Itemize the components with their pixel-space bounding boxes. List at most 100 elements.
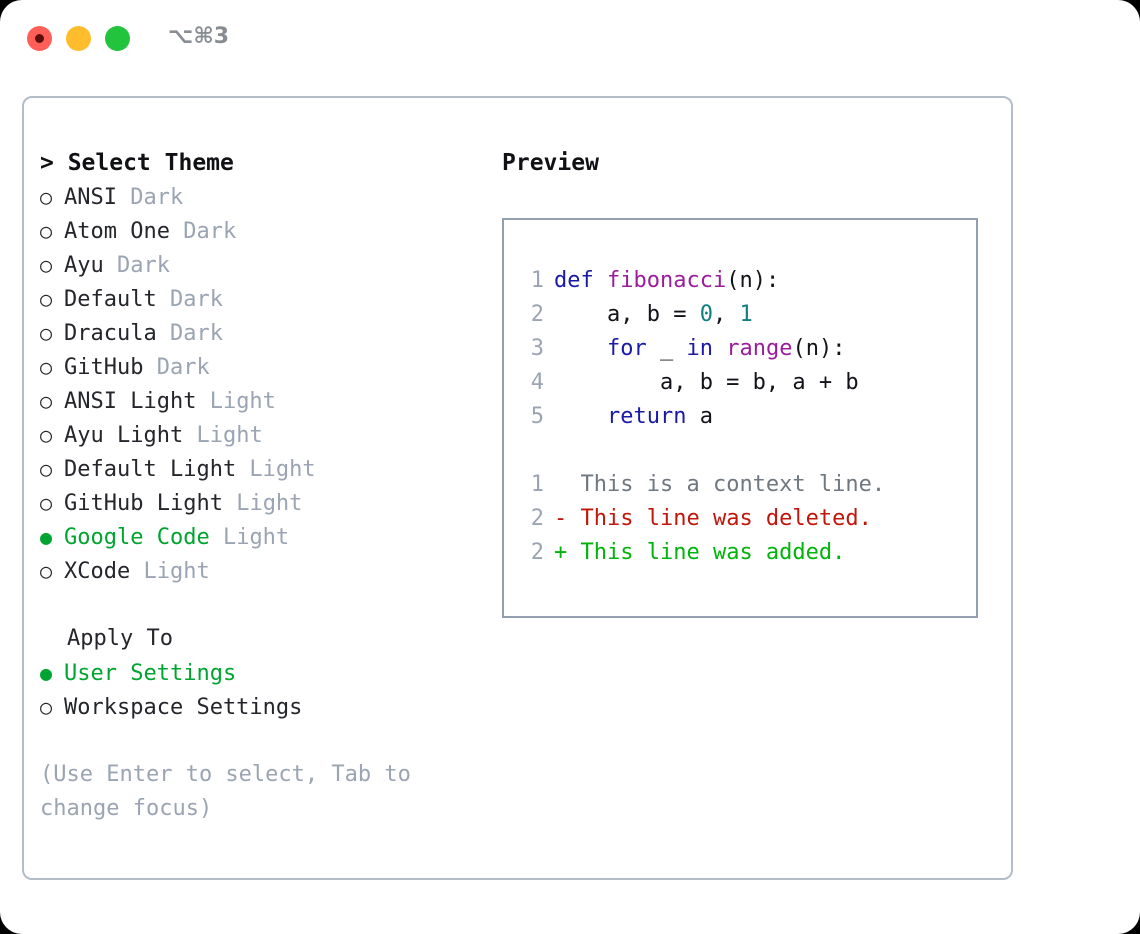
code-line-content: def fibonacci(n): bbox=[554, 264, 779, 298]
radio-unselected-icon[interactable]: ○ bbox=[40, 491, 53, 515]
theme-option-row[interactable]: ○ Default Dark bbox=[40, 282, 490, 316]
apply-to-option-row[interactable]: ○ Workspace Settings bbox=[40, 690, 490, 724]
minimize-button[interactable] bbox=[66, 26, 91, 51]
theme-option-row[interactable]: ● Google Code Light bbox=[40, 520, 490, 554]
code-line-content: a, b = 0, 1 bbox=[554, 298, 753, 332]
theme-option-row[interactable]: ○ ANSI Dark bbox=[40, 180, 490, 214]
radio-unselected-icon[interactable]: ○ bbox=[40, 287, 53, 311]
theme-name-label: ANSI bbox=[64, 185, 117, 210]
code-token: def bbox=[554, 268, 607, 293]
code-token: (n): bbox=[726, 268, 780, 293]
theme-kind-badge: Dark bbox=[103, 253, 170, 278]
code-token: return bbox=[606, 404, 687, 429]
theme-name-label: Ayu bbox=[64, 253, 104, 278]
radio-unselected-icon[interactable]: ○ bbox=[40, 559, 53, 583]
theme-kind-badge: Dark bbox=[116, 185, 184, 210]
code-token: a, b = b, a + b bbox=[554, 370, 859, 395]
apply-to-list[interactable]: ●User Settings ○ Workspace Settings bbox=[40, 656, 490, 724]
code-token: a bbox=[686, 404, 713, 429]
theme-name-label: Default Light bbox=[64, 457, 237, 482]
theme-kind-badge: Light bbox=[209, 525, 290, 550]
theme-kind-badge: Dark bbox=[156, 287, 223, 312]
radio-unselected-icon[interactable]: ○ bbox=[40, 695, 53, 719]
theme-option-row[interactable]: ○ Default Light Light bbox=[40, 452, 490, 486]
theme-option-row[interactable]: ○ Ayu Dark bbox=[40, 248, 490, 282]
diff-marker: - bbox=[554, 506, 581, 531]
diff-line-number: 2 bbox=[530, 506, 544, 531]
theme-kind-badge: Light bbox=[183, 423, 263, 448]
theme-name-label: GitHub Light bbox=[64, 491, 223, 516]
code-line-number: 4 bbox=[530, 370, 544, 395]
theme-kind-badge: Light bbox=[236, 457, 316, 482]
code-token bbox=[713, 336, 726, 361]
theme-name-label: Default bbox=[64, 287, 157, 312]
code-line-content: for _ in range(n): bbox=[554, 332, 845, 366]
code-token: 1 bbox=[739, 302, 753, 327]
theme-name-label: Google Code bbox=[64, 525, 210, 550]
code-token: range bbox=[726, 336, 793, 361]
apply-to-option-label: Workspace Settings bbox=[64, 695, 303, 720]
code-line: 3 for _ in range(n): bbox=[516, 332, 859, 366]
radio-selected-icon[interactable]: ● bbox=[40, 661, 53, 685]
diff-line: 2+ This line was added. bbox=[516, 536, 885, 570]
diff-sample: 1 This is a context line.2- This line wa… bbox=[516, 468, 885, 570]
spacer bbox=[40, 588, 490, 622]
code-token: , bbox=[712, 302, 740, 327]
theme-option-row[interactable]: ○ GitHub Dark bbox=[40, 350, 490, 384]
theme-option-row[interactable]: ○ Atom One Dark bbox=[40, 214, 490, 248]
apply-to-heading: Apply To bbox=[67, 626, 173, 651]
theme-kind-badge: Dark bbox=[143, 355, 210, 380]
theme-picker-card: > Select Theme ○ANSI Dark○Atom One Dark○… bbox=[22, 96, 1013, 880]
diff-line: 2- This line was deleted. bbox=[516, 502, 885, 536]
diff-line-text: This line was added. bbox=[580, 540, 846, 565]
title-bar: ⌥⌘3 bbox=[0, 0, 1140, 78]
maximize-button[interactable] bbox=[105, 26, 130, 51]
traffic-light-group bbox=[27, 26, 130, 51]
radio-unselected-icon[interactable]: ○ bbox=[40, 423, 53, 447]
theme-option-row[interactable]: ○ Dracula Dark bbox=[40, 316, 490, 350]
theme-kind-badge: Dark bbox=[169, 219, 237, 244]
code-token: in bbox=[686, 336, 713, 361]
code-token: _ bbox=[646, 336, 687, 361]
theme-name-label: GitHub bbox=[64, 355, 144, 380]
diff-line-text: This line was deleted. bbox=[580, 506, 872, 531]
code-line-number: 2 bbox=[530, 302, 544, 327]
code-token: for bbox=[606, 336, 647, 361]
code-line-number: 3 bbox=[530, 336, 544, 361]
keyboard-shortcut-label: ⌥⌘3 bbox=[168, 24, 230, 49]
theme-name-label: ANSI Light bbox=[64, 389, 197, 414]
diff-marker bbox=[554, 468, 581, 502]
theme-option-row[interactable]: ○ANSI Light Light bbox=[40, 384, 490, 418]
radio-unselected-icon[interactable]: ○ bbox=[40, 321, 53, 345]
theme-kind-badge: Dark bbox=[156, 321, 223, 346]
theme-kind-badge: Light bbox=[130, 559, 210, 584]
code-token bbox=[554, 404, 607, 429]
close-button[interactable] bbox=[27, 26, 52, 51]
theme-name-label: Atom One bbox=[64, 219, 170, 244]
theme-option-row[interactable]: ○ Ayu Light Light bbox=[40, 418, 490, 452]
code-token bbox=[554, 336, 607, 361]
theme-list[interactable]: ○ ANSI Dark ○ Atom One Dark ○ Ayu Dark ○ Defaul… bbox=[40, 180, 490, 588]
radio-unselected-icon[interactable]: ○ bbox=[40, 253, 53, 277]
radio-selected-icon[interactable]: ● bbox=[40, 525, 53, 549]
theme-selection-pane: > Select Theme ○ANSI Dark○Atom One Dark○… bbox=[40, 146, 490, 826]
radio-unselected-icon[interactable]: ○ bbox=[40, 457, 53, 481]
radio-unselected-icon[interactable]: ○ bbox=[40, 389, 53, 413]
theme-option-row[interactable]: ○XCode Light bbox=[40, 554, 490, 588]
code-line: 2 a, b = 0, 1 bbox=[516, 298, 859, 332]
theme-option-row[interactable]: ○ GitHub Light Light bbox=[40, 486, 490, 520]
theme-name-label: Dracula bbox=[64, 321, 157, 346]
apply-to-option-row[interactable]: ●User Settings bbox=[40, 656, 490, 690]
theme-name-label: Ayu Light bbox=[64, 423, 184, 448]
radio-unselected-icon[interactable]: ○ bbox=[40, 355, 53, 379]
diff-line: 1 This is a context line. bbox=[516, 468, 885, 502]
code-line-content: a, b = b, a + b bbox=[554, 366, 859, 400]
radio-unselected-icon[interactable]: ○ bbox=[40, 219, 53, 243]
theme-kind-badge: Light bbox=[222, 491, 303, 516]
radio-unselected-icon[interactable]: ○ bbox=[40, 185, 53, 209]
